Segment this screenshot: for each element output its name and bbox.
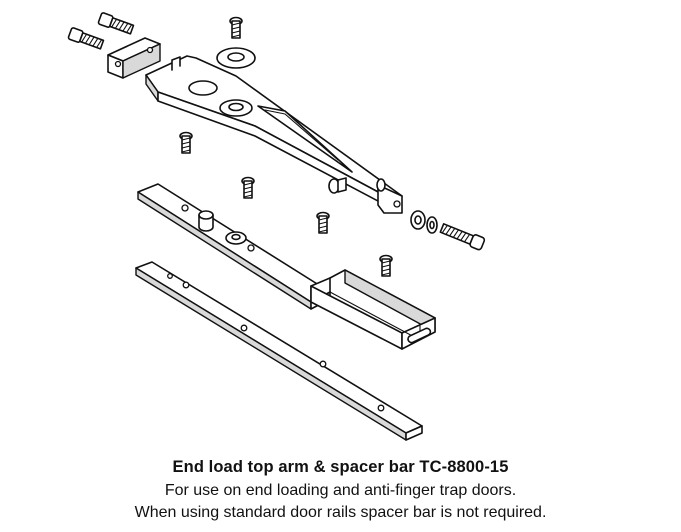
top-arm (145, 55, 403, 214)
flat-head-screw-4 (379, 254, 393, 277)
lock-washer (426, 216, 438, 234)
cap-screw-left (67, 27, 105, 50)
flat-head-screw-3 (316, 211, 330, 234)
channel (310, 269, 436, 350)
washer (216, 47, 256, 69)
exploded-parts-diagram (67, 12, 486, 441)
cap-screw-right (439, 223, 486, 251)
cap-screw-top (97, 12, 135, 35)
hex-nut (410, 210, 426, 230)
track-bar (137, 183, 331, 310)
spacer-block (107, 37, 161, 79)
caption-title: End load top arm & spacer bar TC-8800-15 (172, 458, 509, 476)
caption-line-1: For use on end loading and anti-finger t… (164, 482, 517, 499)
caption-line-2: When using standard door rails spacer ba… (134, 504, 547, 521)
flat-head-screw-2 (241, 176, 255, 199)
flat-head-screw-top (229, 16, 243, 39)
spacer-bar (135, 261, 423, 441)
flat-head-screw-1 (179, 131, 193, 154)
